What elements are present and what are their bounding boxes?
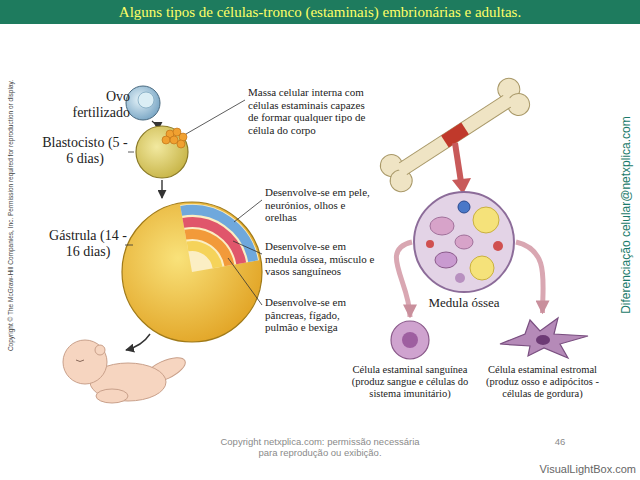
- page-number: 46: [540, 437, 580, 448]
- fertilized-egg: [126, 86, 160, 120]
- cell-shape: [480, 314, 605, 362]
- leader-line: [186, 100, 245, 134]
- callout-text: Desenvolve-se em pâncreas, fígado, pulmã…: [265, 296, 373, 334]
- blastocyst: [136, 126, 188, 178]
- footer-note: Copyright netxplica.com: permissão neces…: [215, 437, 425, 459]
- blood-stem-cell: Célula estaminal sanguínea (produz sangu…: [345, 318, 475, 400]
- stage-arrow: [126, 334, 150, 350]
- slide-title: Alguns tipos de células-tronco (estamina…: [0, 0, 640, 24]
- watermark: VisualLightBox.com: [528, 463, 636, 476]
- leader-line: [234, 200, 262, 222]
- title-band: [0, 0, 640, 24]
- baby: [63, 340, 189, 403]
- leader-line: [125, 245, 133, 246]
- callout-text: Desenvolve-se em pele, neurónios, olhos …: [265, 186, 373, 224]
- side-watermark: Diferenciação celular@netxplica.com: [618, 80, 634, 350]
- stage-label: Blastocisto (5 - 6 dias): [42, 135, 128, 167]
- stage-label: Ovo fertilizado: [58, 89, 130, 121]
- differentiation-arrow: [396, 242, 412, 317]
- callout-text: Massa celular interna com células estami…: [248, 86, 370, 137]
- cell-shape: [412, 190, 516, 294]
- differentiation-arrow: [516, 242, 543, 313]
- stromal-stem-cell: Célula estaminal estromal (produz osso e…: [480, 314, 605, 400]
- callout-text: Desenvolve-se em medula óssea, músculo e…: [265, 240, 377, 278]
- bone-marrow-circle: Medula óssea: [412, 190, 516, 311]
- cell-caption: Célula estaminal estromal (produz osso e…: [480, 364, 605, 400]
- leader-line: [228, 258, 262, 305]
- zoom-arrow: [452, 143, 471, 194]
- leader-line: [128, 152, 134, 153]
- bone: [376, 74, 534, 196]
- node-label: Medula óssea: [412, 296, 516, 311]
- leader-line: [233, 241, 262, 254]
- stage-arrow: [161, 180, 162, 198]
- cell-caption: Célula estaminal sanguínea (produz sangu…: [345, 364, 475, 400]
- copyright-note: Copyright © The McGraw-Hill Companies, I…: [6, 30, 15, 400]
- gastrula: [122, 202, 262, 342]
- stage-label: Gástrula (14 - 16 dias): [45, 228, 131, 260]
- cell-shape: [345, 318, 475, 362]
